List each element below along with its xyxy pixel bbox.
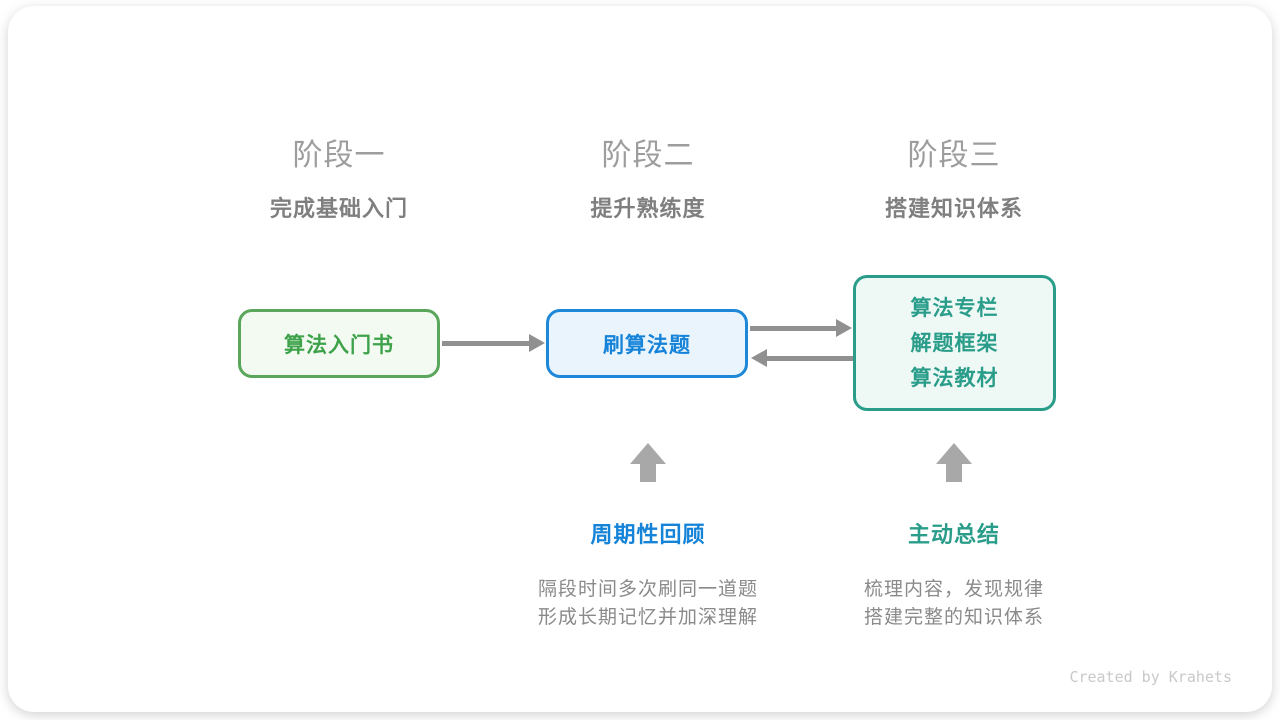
node-practice-problems: 刷算法题	[546, 309, 748, 378]
stage-2-subtitle: 提升熟练度	[590, 196, 706, 221]
annotation-active-summary-body: 梳理内容，发现规律 搭建完整的知识体系	[804, 576, 1104, 632]
arrow-node2-to-node3-icon	[750, 319, 852, 337]
annotation-periodic-review-body: 隔段时间多次刷同一道题 形成长期记忆并加深理解	[498, 576, 798, 632]
node-resource-line-2: 解题框架	[910, 331, 999, 355]
annotation-active-summary: 主动总结 梳理内容，发现规律 搭建完整的知识体系	[804, 517, 1104, 632]
node-intro-book-label: 算法入门书	[284, 333, 394, 357]
arrow-node3-to-node2-icon	[751, 349, 853, 367]
stage-2-title: 阶段二	[601, 139, 695, 172]
annotation-periodic-review-line-2: 形成长期记忆并加深理解	[537, 607, 758, 628]
up-arrow-review-icon	[630, 443, 666, 482]
stage-2-header: 阶段二 提升熟练度	[547, 130, 749, 223]
stage-1-title: 阶段一	[292, 139, 386, 172]
annotation-periodic-review-heading: 周期性回顾	[590, 522, 706, 547]
stage-1-subtitle: 完成基础入门	[269, 196, 408, 221]
diagram-card: 阶段一 完成基础入门 阶段二 提升熟练度 阶段三 搭建知识体系 算法入门书 刷算…	[8, 6, 1272, 712]
annotation-periodic-review: 周期性回顾 隔段时间多次刷同一道题 形成长期记忆并加深理解	[498, 517, 798, 632]
arrow-node1-to-node2-icon	[442, 334, 545, 352]
node-resource-line-3: 算法教材	[910, 366, 999, 390]
stage-3-header: 阶段三 搭建知识体系	[853, 130, 1055, 223]
up-arrow-summary-head	[936, 443, 972, 464]
stage-3-subtitle: 搭建知识体系	[884, 196, 1023, 221]
stage-1-header: 阶段一 完成基础入门	[239, 130, 439, 223]
up-arrow-review-stem	[640, 464, 656, 482]
up-arrow-summary-icon	[936, 443, 972, 482]
up-arrow-review-head	[630, 443, 666, 464]
annotation-active-summary-line-2: 搭建完整的知识体系	[863, 607, 1044, 628]
node-knowledge-resources: 算法专栏 解题框架 算法教材	[853, 275, 1056, 411]
annotation-periodic-review-line-1: 隔段时间多次刷同一道题	[537, 579, 758, 600]
node-practice-problems-label: 刷算法题	[603, 333, 691, 357]
stage-3-title: 阶段三	[907, 139, 1001, 172]
node-resource-line-1: 算法专栏	[910, 296, 999, 320]
annotation-active-summary-line-1: 梳理内容，发现规律	[863, 579, 1044, 600]
footer-credit: Created by Krahets	[1069, 668, 1232, 686]
node-intro-book: 算法入门书	[238, 309, 440, 378]
up-arrow-summary-stem	[946, 464, 962, 482]
annotation-active-summary-heading: 主动总结	[907, 522, 1000, 547]
